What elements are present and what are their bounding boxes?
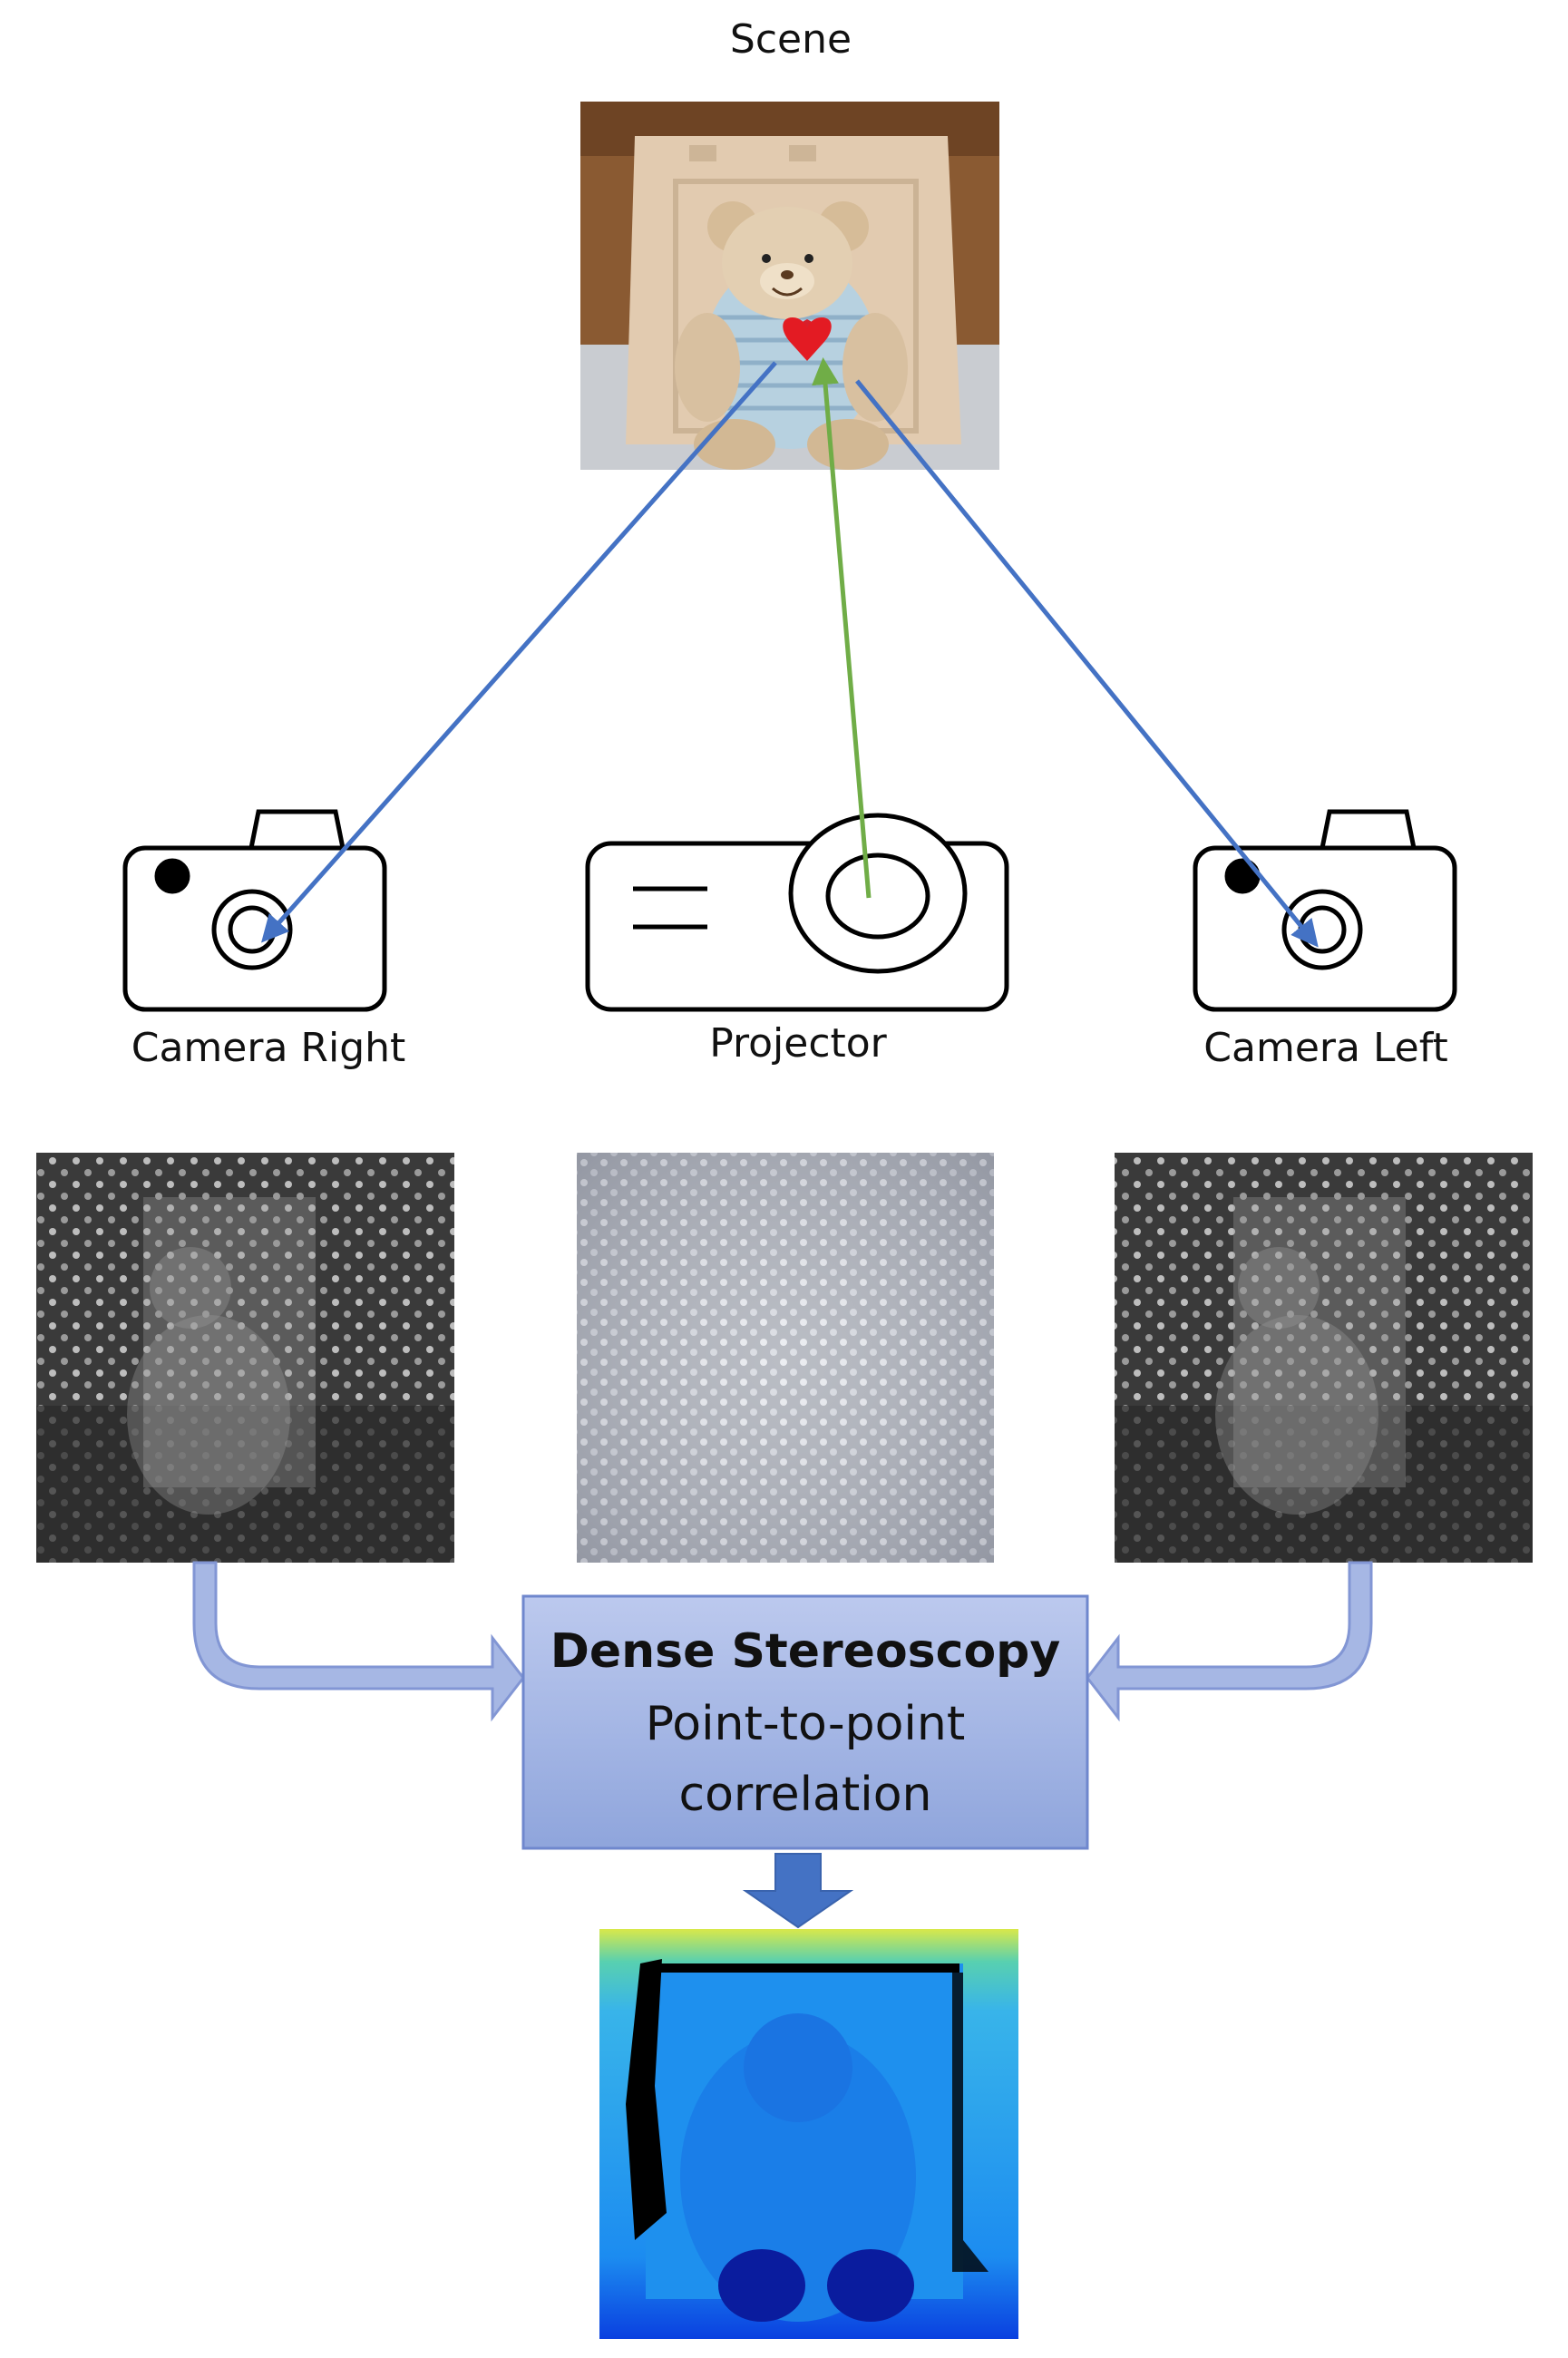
down-arrow (742, 1853, 854, 1929)
projector-label: Projector (709, 1020, 887, 1067)
ray-scene-to-camera-right (261, 361, 777, 943)
depth-map-image (599, 1929, 1018, 2339)
camera-right-icon (122, 809, 387, 1012)
scene-photo (580, 102, 999, 470)
flow-arrow-right-to-process (192, 1561, 525, 1722)
ray-scene-to-camera-left (855, 379, 1319, 948)
camera-right-image (36, 1153, 454, 1563)
camera-left-image (1115, 1153, 1533, 1563)
flow-arrow-left-to-process (1086, 1561, 1373, 1722)
camera-left-icon (1193, 809, 1457, 1012)
projector-icon (585, 813, 1009, 1012)
dense-stereoscopy-box (521, 1594, 1089, 1850)
process-line-1: Point-to-point (646, 1697, 965, 1751)
camera-left-label: Camera Left (1203, 1025, 1447, 1071)
ray-projector-to-scene (812, 357, 872, 899)
projector-pattern-image (577, 1153, 994, 1563)
camera-right-label: Camera Right (131, 1025, 406, 1071)
process-line-2: correlation (678, 1768, 931, 1822)
scene-title: Scene (730, 16, 852, 63)
process-title: Dense Stereoscopy (550, 1624, 1061, 1679)
